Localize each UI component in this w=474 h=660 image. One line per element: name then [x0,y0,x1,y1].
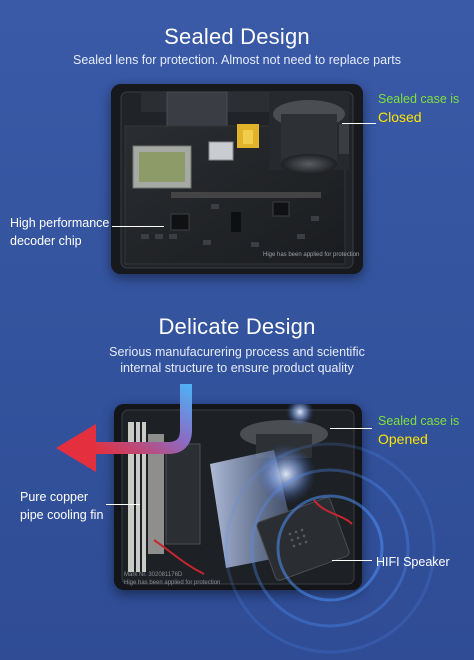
decoder-chip-label-line2: decoder chip [10,234,82,248]
opened-projector-image: Mark Nr. 302081176D Hige has been applie… [114,404,362,590]
hifi-speaker-label: HIFI Speaker [376,555,450,569]
case-opened-callout-line [330,428,372,429]
case-closed-label-line1: Sealed case is [378,92,460,106]
decoder-chip-label: High performance decoder chip [10,214,109,250]
opened-projector-illustration: Mark Nr. 302081176D Hige has been applie… [114,404,362,590]
decoder-chip-label-line1: High performance [10,216,110,230]
cooling-fin-label-line2: pipe cooling fin [20,508,104,522]
cooling-fin-callout-line [106,504,140,505]
decoder-chip-callout-line [112,226,164,227]
speaker-callout-line [332,560,372,561]
case-opened-label: Sealed case is Opened [378,412,459,448]
case-opened-status: Opened [378,431,428,447]
case-closed-callout-line [342,123,376,124]
case-closed-label: Sealed case is Closed [378,90,459,126]
board-print-text: Hige has been applied for protection [263,252,359,258]
case-closed-status: Closed [378,109,422,125]
delicate-design-subtitle-line2: internal structure to ensure product qua… [120,361,354,375]
sealed-design-title: Sealed Design [164,24,310,49]
board-print-line1: Mark Nr. 302081176D [124,572,183,578]
case-opened-label-line1: Sealed case is [378,414,460,428]
cooling-fin-label: Pure copper pipe cooling fin [20,488,103,524]
board-print-line2: Hige has been applied for protection [124,580,220,586]
delicate-design-subtitle-line1: Serious manufacurering process and scien… [109,345,365,359]
sealed-design-subtitle: Sealed lens for protection. Almost not n… [73,53,401,67]
airflow-arrow-head [56,424,96,472]
sealed-projector-illustration: Hige has been applied for protection [111,84,363,274]
sealed-projector-image: Hige has been applied for protection [111,84,363,274]
delicate-design-title: Delicate Design [158,314,316,339]
cooling-fin-label-line1: Pure copper [20,490,89,504]
